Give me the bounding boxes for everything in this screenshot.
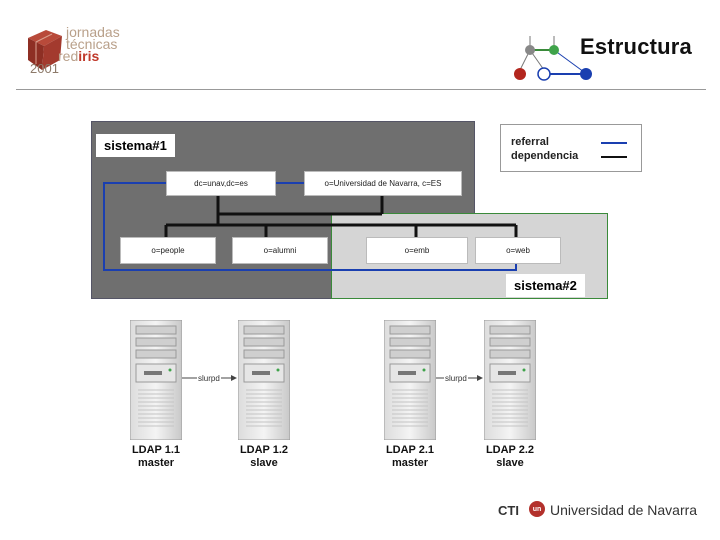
jornadas-logo: jornadas técnicas rediris 2001 xyxy=(22,22,132,80)
logo-line3-suffix: iris xyxy=(78,48,100,64)
server-icon xyxy=(384,320,436,440)
server-label-ldap-1-2: LDAP 1.2 slave xyxy=(224,444,304,470)
legend-referral-swatch xyxy=(601,142,627,144)
footer-university: Universidad de Navarra xyxy=(550,502,698,518)
referral-lines xyxy=(103,182,517,271)
un-logo-icon: un xyxy=(529,501,545,517)
server-icon xyxy=(238,320,290,440)
slurpd-label-1: slurpd xyxy=(197,374,221,383)
system-2-label: sistema#2 xyxy=(506,274,585,297)
server-label-ldap-1-1: LDAP 1.1 master xyxy=(116,444,196,470)
node-dc-unav-es: dc=unav,dc=es xyxy=(166,171,276,196)
server-name: LDAP 2.2 xyxy=(485,444,535,456)
node-o-emb: o=emb xyxy=(366,237,468,264)
legend-box: referral dependencia xyxy=(500,124,642,172)
node-o-universidad-navarra: o=Universidad de Navarra, c=ES xyxy=(304,171,462,196)
title-divider xyxy=(16,89,706,90)
cube-icon xyxy=(28,30,62,70)
logo-line3: rediris xyxy=(58,48,100,64)
server-name: LDAP 1.1 xyxy=(131,444,181,456)
logo-year: 2001 xyxy=(30,61,59,76)
node-o-people: o=people xyxy=(120,237,216,264)
server-role: slave xyxy=(250,457,278,469)
server-icon xyxy=(484,320,536,440)
server-label-ldap-2-2: LDAP 2.2 slave xyxy=(470,444,550,470)
server-icon xyxy=(130,320,182,440)
server-role: master xyxy=(137,457,175,469)
server-label-ldap-2-1: LDAP 2.1 master xyxy=(370,444,450,470)
node-o-alumni: o=alumni xyxy=(232,237,328,264)
footer-cti: CTI xyxy=(498,503,519,518)
dependency-lines xyxy=(164,194,518,237)
slurpd-label-2: slurpd xyxy=(444,374,468,383)
legend-dependencia-swatch xyxy=(601,156,627,158)
system-1-label: sistema#1 xyxy=(96,134,175,157)
tree-graph-icon xyxy=(514,36,592,81)
legend-referral-label: referral xyxy=(511,136,549,148)
logo-line3-prefix: red xyxy=(58,48,79,64)
node-o-web: o=web xyxy=(475,237,561,264)
logo-line2: técnicas xyxy=(66,36,118,52)
server-name: LDAP 1.2 xyxy=(239,444,289,456)
logo-line1: jornadas xyxy=(66,24,120,40)
server-role: master xyxy=(391,457,429,469)
page-title: Estructura xyxy=(579,34,692,59)
legend-dependencia-label: dependencia xyxy=(511,150,579,162)
server-name: LDAP 2.1 xyxy=(385,444,435,456)
server-role: slave xyxy=(496,457,524,469)
